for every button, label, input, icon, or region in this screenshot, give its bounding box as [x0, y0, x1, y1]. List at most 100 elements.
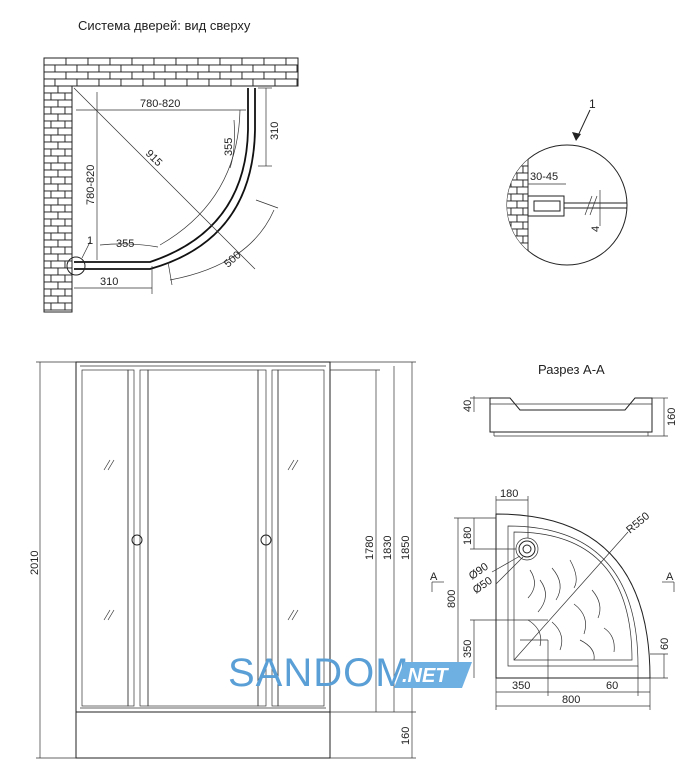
detail-callout-number: 1 — [589, 97, 596, 111]
dim-arc-line — [169, 209, 275, 281]
brick — [43, 141, 59, 150]
brick — [522, 263, 529, 265]
detail-bricks — [507, 145, 529, 265]
brick — [43, 169, 59, 178]
drain-leader — [495, 556, 524, 585]
brick — [43, 113, 59, 122]
brick — [507, 158, 518, 167]
brick — [50, 302, 66, 311]
brick — [219, 71, 243, 80]
brick — [230, 64, 254, 73]
brick — [64, 190, 73, 199]
tray-outline — [495, 513, 651, 679]
brick — [43, 162, 52, 171]
brick — [98, 78, 122, 87]
brick — [57, 85, 73, 94]
brick — [57, 127, 73, 136]
brick — [516, 186, 529, 195]
brick — [510, 165, 524, 174]
door-handle-left — [131, 534, 143, 546]
brick — [43, 239, 59, 248]
wall-left-outline — [43, 85, 73, 313]
brick — [57, 155, 73, 164]
brick — [507, 256, 518, 265]
brick — [510, 207, 524, 216]
brick — [285, 71, 299, 80]
brick — [50, 134, 66, 143]
brick — [43, 155, 59, 164]
brick — [43, 71, 67, 80]
brick — [120, 78, 144, 87]
brick — [507, 207, 512, 216]
brick — [50, 288, 66, 297]
brick — [241, 71, 265, 80]
top-view-title: Система дверей: вид сверху — [78, 18, 251, 33]
door-arc — [159, 109, 241, 246]
section-title: Разрез А-А — [538, 362, 605, 377]
dim-side-top: 310 — [269, 122, 281, 140]
brick — [252, 64, 276, 73]
drain-leader — [491, 555, 521, 573]
brick — [64, 218, 73, 227]
brick — [230, 78, 254, 87]
brick — [50, 148, 66, 157]
brick — [43, 281, 59, 290]
section-view: Разрез А-А 40 160 — [462, 362, 678, 437]
dim-side: 800 — [446, 590, 458, 608]
dim-h2: 1830 — [382, 536, 394, 560]
left-fixed-panel — [81, 369, 129, 707]
brick — [516, 172, 529, 181]
brick — [43, 183, 59, 192]
brick — [131, 57, 155, 66]
brick — [208, 64, 232, 73]
brick — [50, 274, 66, 283]
dim-thickness: 4 — [590, 226, 602, 232]
brick — [50, 162, 66, 171]
brick — [43, 99, 59, 108]
dim-h1: 1780 — [364, 536, 376, 560]
brick — [43, 134, 52, 143]
brick — [57, 141, 73, 150]
brick — [43, 232, 52, 241]
tray-drain-inner — [522, 544, 532, 554]
brick — [43, 218, 52, 227]
dim-h3: 1850 — [400, 536, 412, 560]
brick — [507, 235, 512, 244]
brick — [153, 71, 177, 80]
brick — [54, 78, 78, 87]
brick — [43, 246, 52, 255]
brick — [510, 249, 524, 258]
brick — [263, 57, 287, 66]
brick — [50, 204, 66, 213]
brick — [197, 71, 221, 80]
dim-tick — [255, 199, 279, 209]
brick — [522, 207, 529, 216]
brick — [510, 179, 524, 188]
brick — [516, 214, 529, 223]
brick — [43, 85, 59, 94]
brick — [64, 260, 73, 269]
dim-width: 780-820 — [140, 98, 180, 110]
brick — [516, 145, 529, 153]
brick — [510, 151, 524, 160]
brick — [64, 232, 73, 241]
brick — [516, 256, 529, 265]
detail-view: 30-45 4 1 — [506, 97, 628, 266]
dim-top-w: 180 — [500, 488, 518, 500]
brick — [516, 228, 529, 237]
tray-inner-rim — [507, 525, 639, 667]
brick — [507, 165, 512, 174]
watermark-badge — [394, 662, 472, 688]
top-callout-number: 1 — [87, 235, 93, 247]
brick — [64, 204, 73, 213]
door-handle-right — [260, 534, 272, 546]
watermark: SANDOM .NET — [228, 651, 472, 695]
right-door-profile — [257, 369, 267, 707]
brick — [153, 57, 177, 66]
brick — [516, 200, 529, 209]
brick — [131, 71, 155, 80]
dim-tick — [167, 261, 173, 286]
detail-profile-inner — [533, 200, 561, 212]
radius-line — [513, 531, 629, 661]
